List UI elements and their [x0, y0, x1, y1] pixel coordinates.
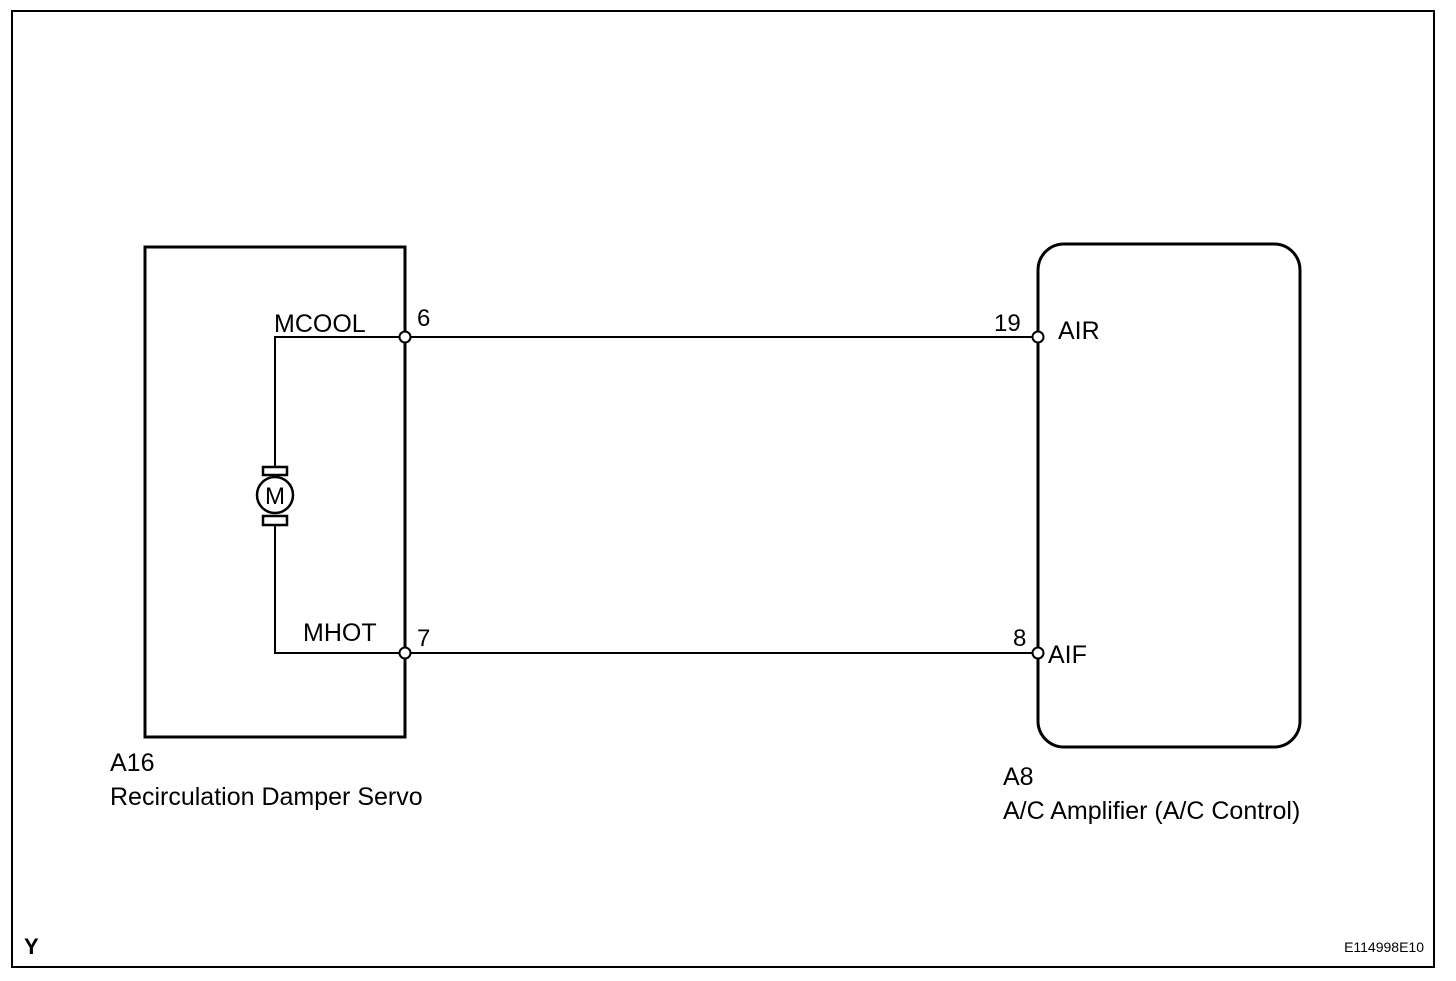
- amplifier-box: [1036, 242, 1302, 749]
- servo-internal-wire-mcool: [274, 336, 405, 467]
- servo-internal-wire-mhot: [274, 525, 405, 654]
- figure-code: E114998E10: [1344, 939, 1424, 955]
- servo-component: M MCOOL 6 MHOT 7 A16 Recirculation Dampe…: [110, 245, 430, 811]
- amplifier-pin-number-8: 8: [1013, 625, 1026, 652]
- servo-pin-signal-mcool: MCOOL: [274, 310, 366, 338]
- servo-pin-number-6: 6: [417, 305, 430, 332]
- amplifier-pin-signal-air: AIR: [1058, 317, 1100, 345]
- servo-box: [143, 245, 407, 739]
- amplifier-pin-number-19: 19: [994, 310, 1021, 337]
- diagram-frame: [11, 10, 1435, 968]
- terminal-a16-7: [398, 646, 412, 660]
- servo-id-label: A16: [110, 749, 154, 777]
- motor-icon: M: [255, 465, 295, 527]
- servo-pin-number-7: 7: [417, 625, 430, 652]
- servo-name-label: Recirculation Damper Servo: [110, 783, 423, 811]
- motor-symbol-label: M: [265, 483, 285, 510]
- amplifier-component: 19 AIR 8 AIF A8 A/C Amplifier (A/C Contr…: [994, 242, 1302, 825]
- amplifier-id-label: A8: [1003, 763, 1034, 791]
- terminal-a8-8: [1031, 646, 1045, 660]
- terminal-a16-6: [398, 330, 412, 344]
- servo-pin-signal-mhot: MHOT: [303, 619, 377, 647]
- corner-mark: Y: [24, 934, 39, 959]
- terminal-a8-19: [1031, 330, 1045, 344]
- amplifier-name-label: A/C Amplifier (A/C Control): [1003, 797, 1300, 825]
- amplifier-pin-signal-aif: AIF: [1048, 641, 1087, 669]
